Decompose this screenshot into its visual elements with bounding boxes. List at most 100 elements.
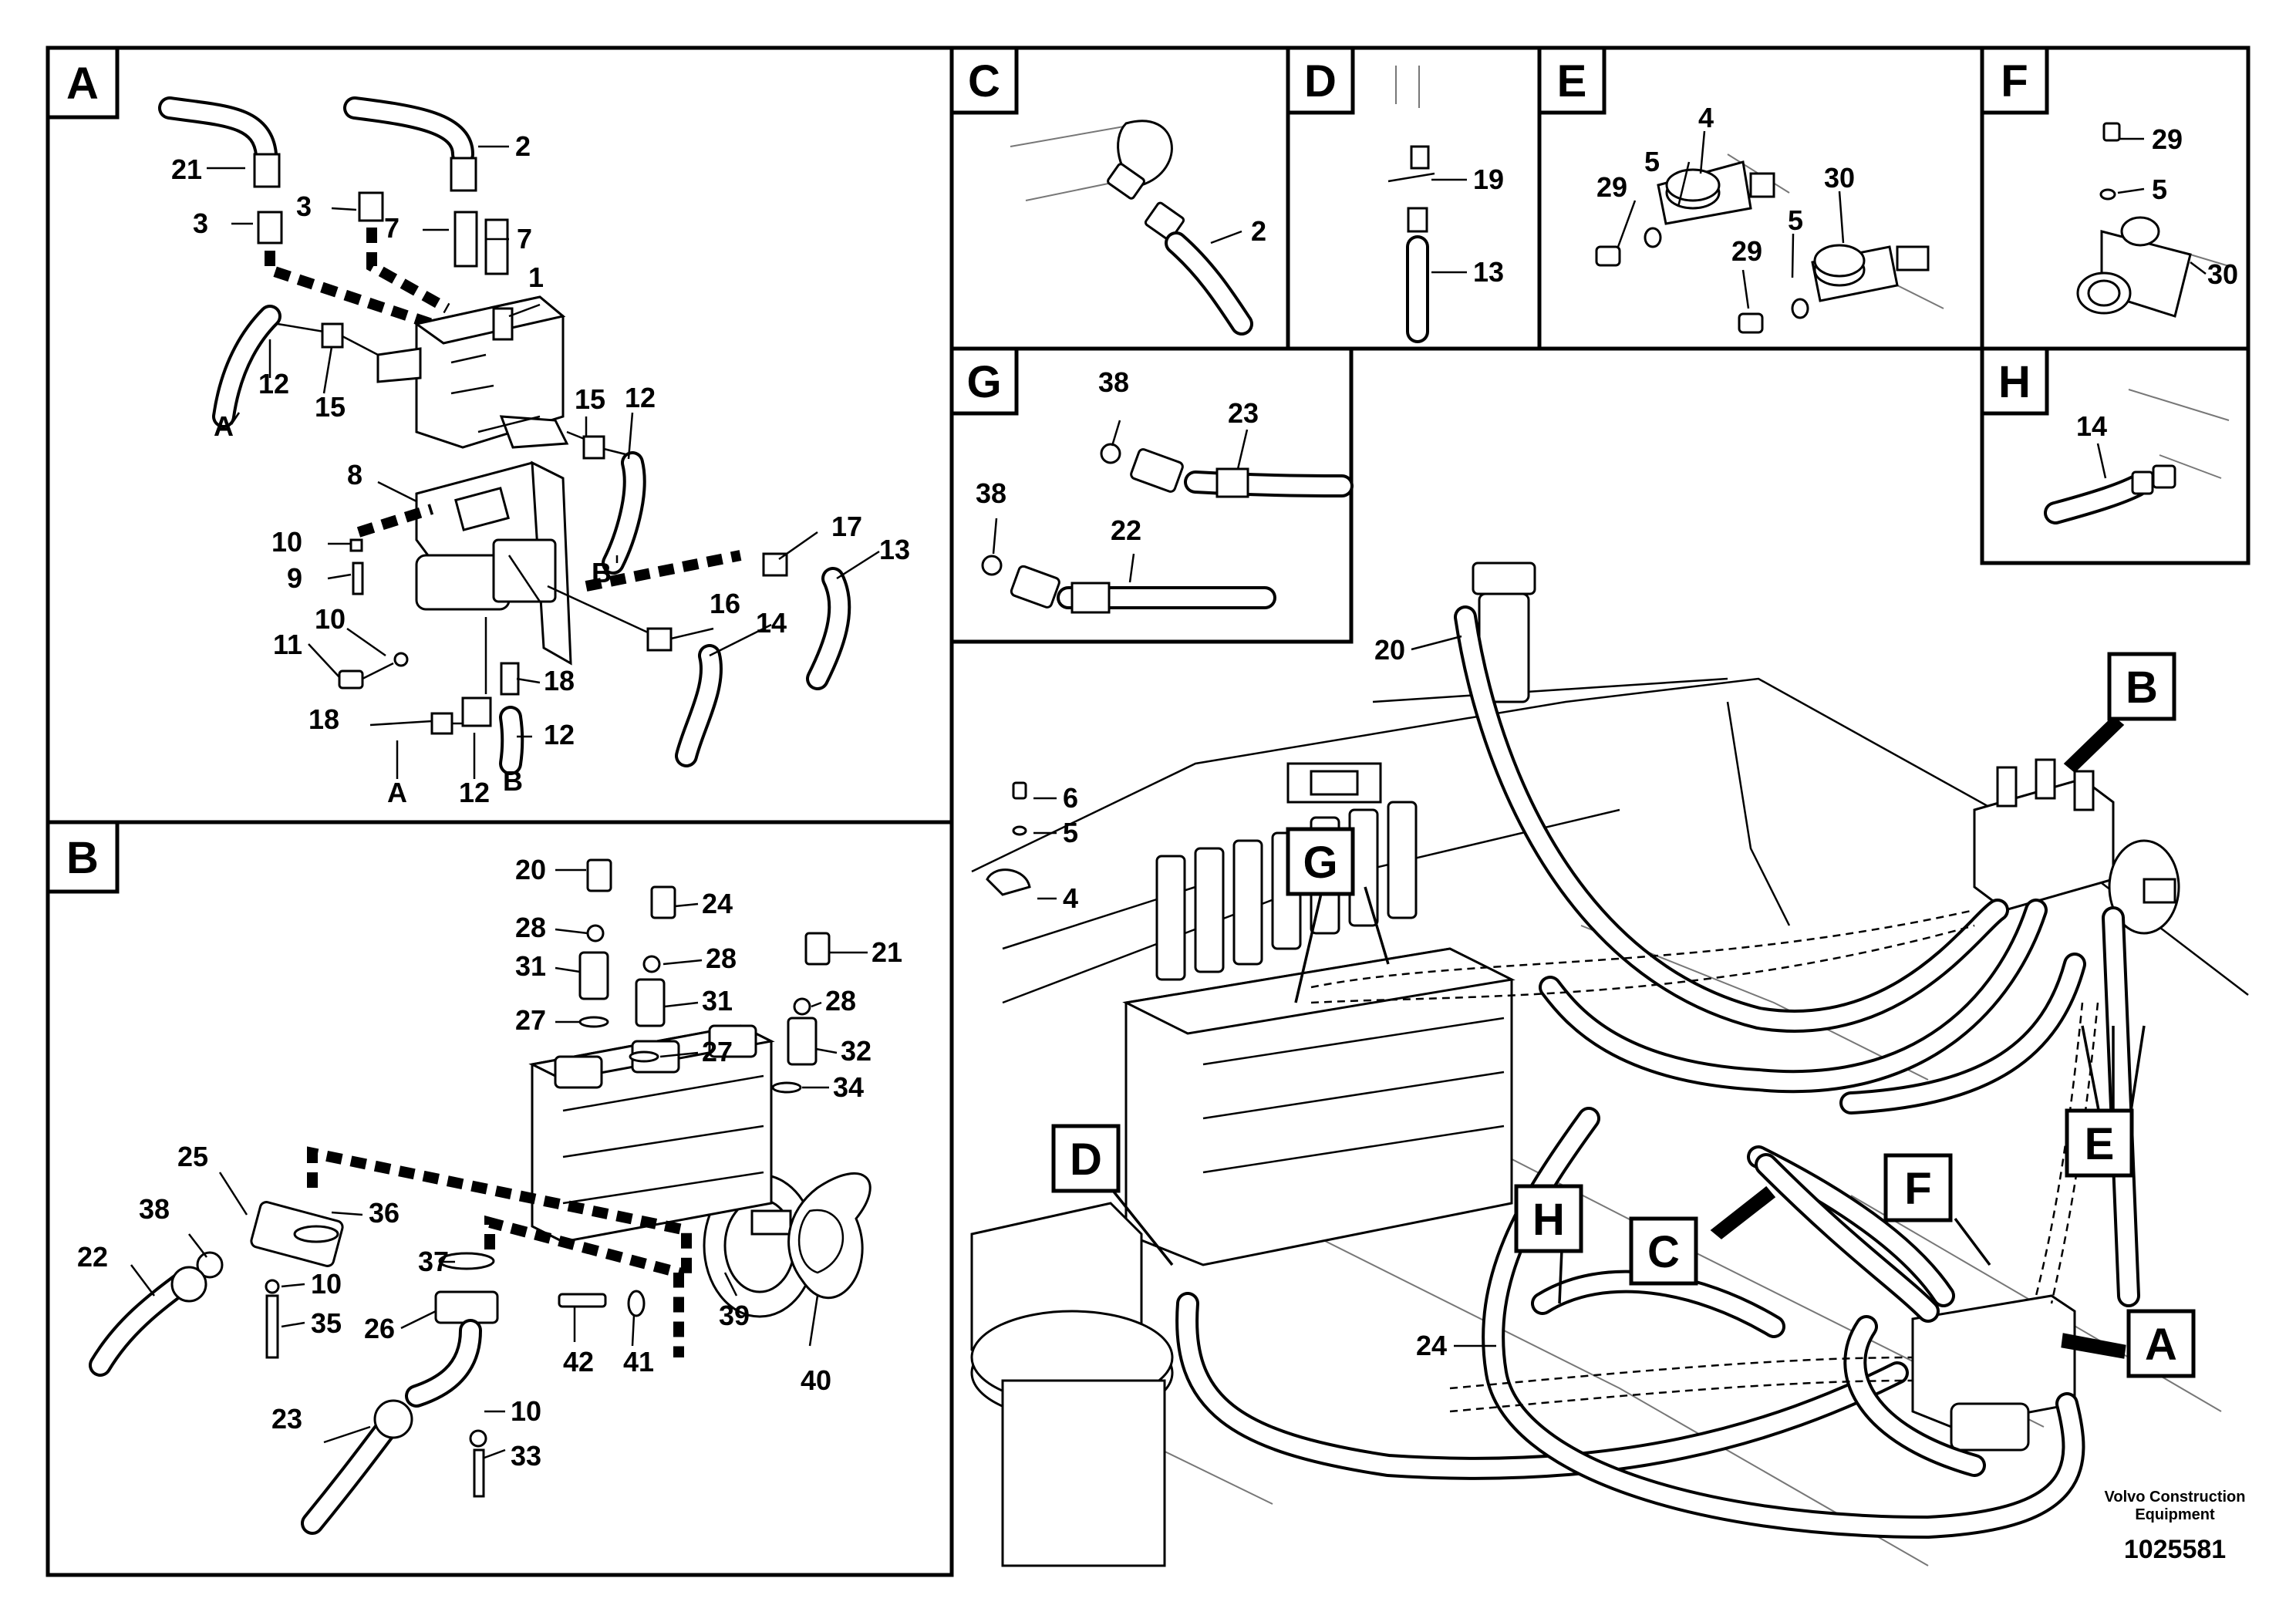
callout-a-15-right: 15 <box>575 383 605 415</box>
panel-h-drawing <box>2044 389 2230 524</box>
callout-b-10-left: 10 <box>311 1268 342 1300</box>
callout-main-24: 24 <box>1416 1330 1447 1361</box>
panel-b-drawing <box>89 858 872 1535</box>
footer: Volvo Construction Equipment 1025581 <box>2105 1489 2246 1564</box>
callout-g-22: 22 <box>1111 514 1141 546</box>
callout-b-28-left: 28 <box>515 912 546 943</box>
callout-main-5: 5 <box>1063 817 1078 848</box>
panel-e-drawing <box>1595 153 1944 334</box>
callout-a-21: 21 <box>171 153 202 185</box>
callout-main-20: 20 <box>1374 634 1405 666</box>
callout-a-9: 9 <box>287 562 302 594</box>
panel-a-drawing <box>158 96 851 775</box>
callout-a-13: 13 <box>879 534 910 565</box>
view-marker-b: B <box>2126 663 2158 713</box>
callout-b-42: 42 <box>563 1346 594 1378</box>
view-marker-f: F <box>1904 1164 1931 1214</box>
callout-f-29: 29 <box>2152 123 2183 155</box>
callout-a-hose-a-bottom: 18 <box>308 703 339 735</box>
callout-a-14: 14 <box>756 607 787 639</box>
panel-d-label: D <box>1304 56 1337 106</box>
callout-a-8: 8 <box>347 459 362 491</box>
callout-a-16: 16 <box>710 588 740 619</box>
panel-g-frame <box>949 346 1354 644</box>
callout-b-39: 39 <box>719 1300 750 1331</box>
brand-line-2: Equipment <box>2135 1506 2215 1523</box>
callout-b-28-mid: 28 <box>706 943 737 974</box>
callout-a-3-right: 3 <box>296 191 312 222</box>
callout-a-10-mid: 10 <box>315 603 346 635</box>
panel-e-label: E <box>1557 56 1587 106</box>
callout-a-11: 11 <box>273 629 302 660</box>
callout-b-35: 35 <box>311 1307 342 1339</box>
callout-c-2: 2 <box>1251 215 1266 247</box>
panel-b-callouts: 20 24 28 28 21 31 31 28 27 27 32 34 25 3… <box>77 854 902 1472</box>
callout-b-27-mid: 27 <box>702 1036 733 1067</box>
callout-h-14: 14 <box>2076 410 2107 442</box>
drawing-number: 1025581 <box>2124 1535 2226 1564</box>
callout-a-12-side: 12 <box>544 719 575 750</box>
callout-b-21: 21 <box>872 936 902 968</box>
callout-a-18-right: 18 <box>544 665 575 696</box>
callout-b-41: 41 <box>623 1346 654 1378</box>
panel-h-label: H <box>1998 357 2031 407</box>
callout-b-22: 22 <box>77 1241 108 1273</box>
callout-b-31-left: 31 <box>515 950 546 982</box>
panel-a-label: A <box>66 59 99 109</box>
callout-a-15-left: 15 <box>315 391 346 423</box>
callout-b-26: 26 <box>364 1313 395 1344</box>
callout-a-2: 2 <box>515 130 531 162</box>
view-marker-d: D <box>1070 1135 1102 1185</box>
callout-b-27-left: 27 <box>515 1004 546 1036</box>
callout-a-12-bottom: A <box>387 777 407 808</box>
panel-g-label: G <box>966 357 1001 407</box>
callout-b-31-mid: 31 <box>702 985 733 1017</box>
callout-b-40: 40 <box>801 1364 831 1396</box>
callout-e-4: 4 <box>1698 102 1714 133</box>
panel-letter-boxes: A B C D E F G H <box>46 46 2049 894</box>
brand-line-1: Volvo Construction <box>2105 1489 2246 1506</box>
callout-b-28-right: 28 <box>825 985 856 1017</box>
callout-b-36: 36 <box>369 1197 400 1229</box>
panel-c-drawing <box>1010 120 1253 336</box>
callout-b-20: 20 <box>515 854 546 885</box>
callout-e-5-left: 5 <box>1644 146 1660 177</box>
panel-b-frame <box>46 820 954 1577</box>
view-marker-g: G <box>1303 838 1337 888</box>
callout-e-29-left: 29 <box>1596 171 1627 203</box>
callout-f-5: 5 <box>2152 174 2167 205</box>
callout-a-10-top: 10 <box>271 526 302 558</box>
callout-a-7-left: 7 <box>384 212 400 244</box>
callout-g-38-top: 38 <box>1098 366 1129 398</box>
callout-b-25: 25 <box>177 1141 208 1172</box>
view-marker-a: A <box>2145 1320 2177 1370</box>
callout-a-1: 1 <box>528 261 544 293</box>
panel-a-callouts: 21 2 3 3 7 7 1 12 15 15 12 A 8 B 10 9 17… <box>171 130 910 808</box>
small-panel-callouts: 2 19 13 4 5 29 30 5 29 29 5 30 38 23 38 … <box>976 102 2238 583</box>
panel-c-label: C <box>968 56 1000 106</box>
callout-d-13: 13 <box>1473 256 1504 288</box>
callout-a-12-right: 12 <box>625 382 656 413</box>
panel-f-drawing <box>2076 122 2230 318</box>
callout-f-30: 30 <box>2207 258 2238 290</box>
panel-d-drawing <box>1387 66 1435 343</box>
callout-a-17: 17 <box>831 511 862 542</box>
panel-g-drawing <box>981 443 1354 614</box>
callout-g-38-bottom: 38 <box>976 477 1006 509</box>
view-marker-c: C <box>1647 1227 1680 1277</box>
callout-b-24: 24 <box>702 888 733 919</box>
callout-e-5-right: 5 <box>1788 204 1803 236</box>
callout-b-37: 37 <box>418 1246 449 1277</box>
callout-b-33: 33 <box>511 1440 541 1472</box>
callout-e-30: 30 <box>1824 162 1855 194</box>
callout-a-18-bottom: 12 <box>459 777 490 808</box>
view-marker-h: H <box>1532 1195 1565 1245</box>
callout-b-23: 23 <box>271 1403 302 1435</box>
callout-a-3-left: 3 <box>193 207 208 239</box>
callout-a-hose-b-bottom: B <box>503 765 523 797</box>
panel-b-label: B <box>66 833 99 883</box>
main-assembly-drawing <box>970 561 2249 1567</box>
callout-b-32: 32 <box>841 1035 872 1067</box>
view-marker-e: E <box>2085 1119 2115 1169</box>
